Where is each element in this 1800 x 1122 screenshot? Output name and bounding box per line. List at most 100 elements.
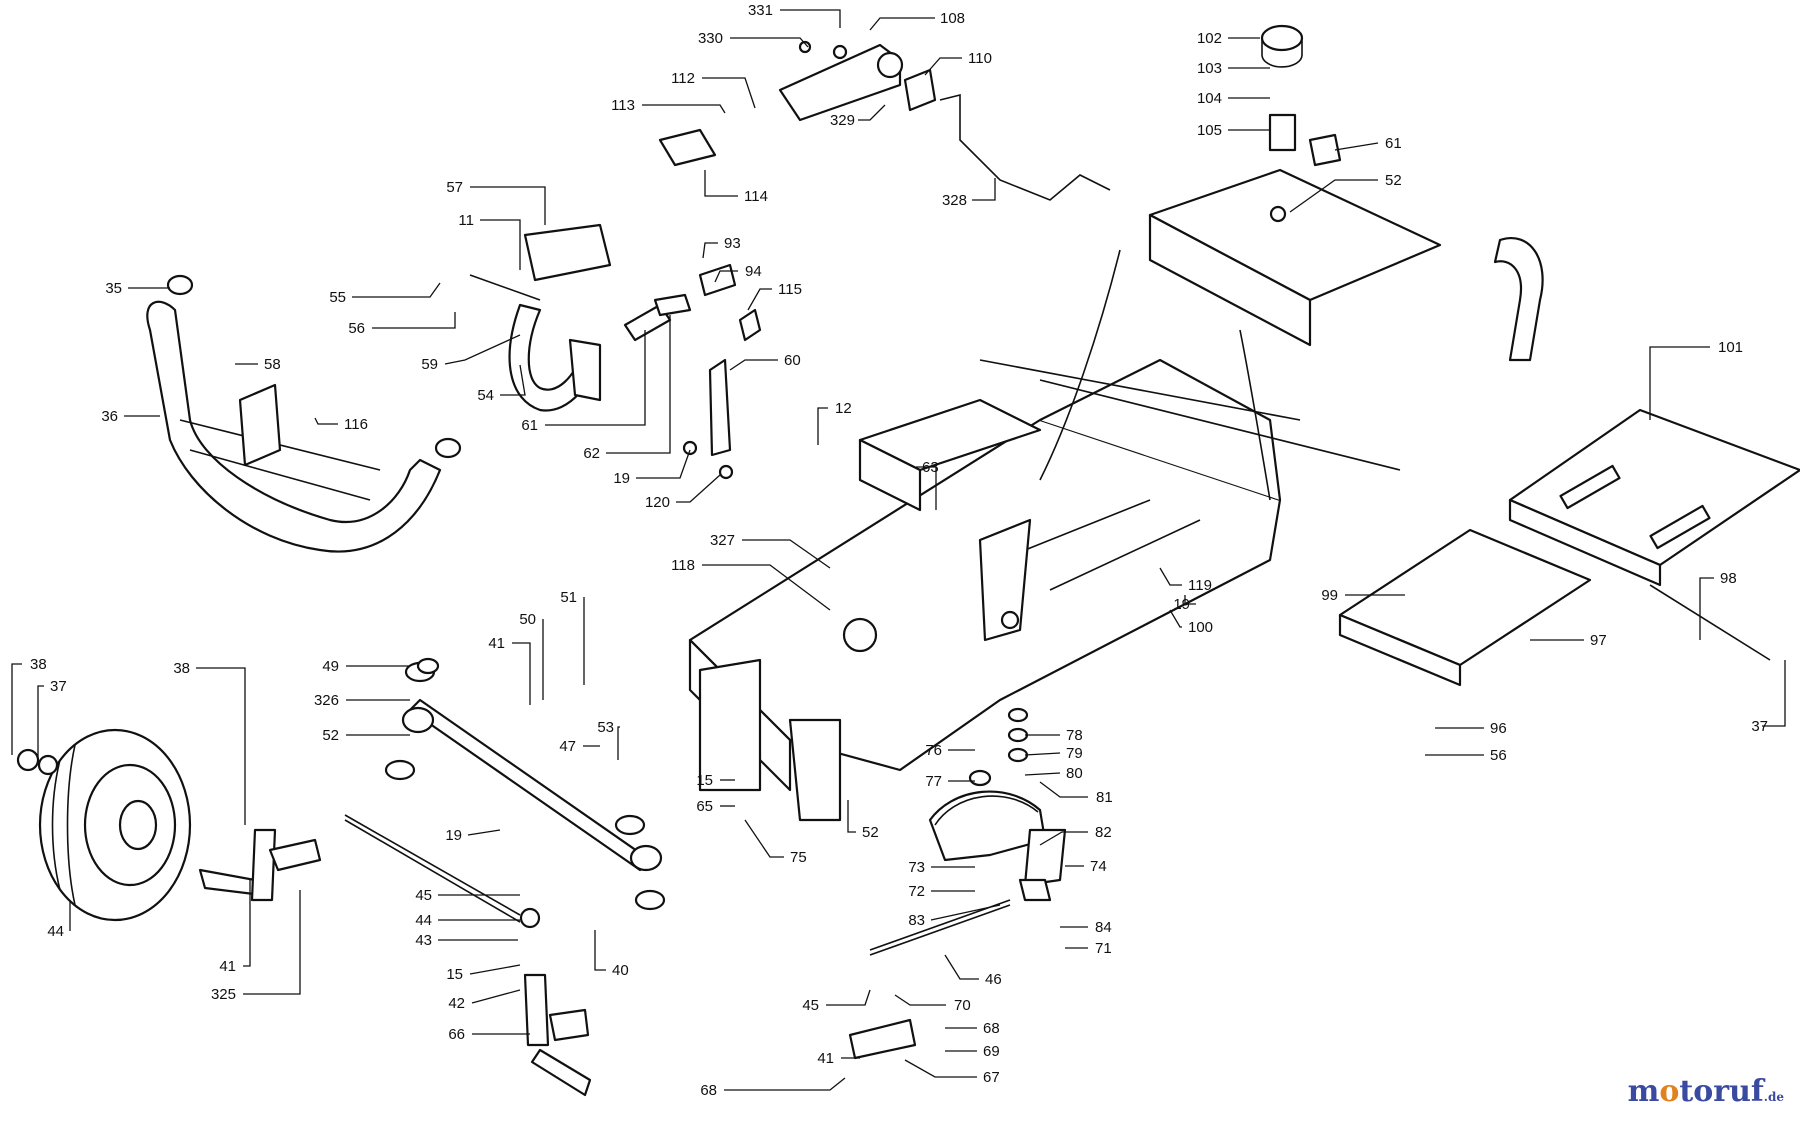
- callout-label-96: 96: [1490, 720, 1507, 737]
- callout-leader-108: [869, 17, 935, 31]
- callout-label-47: 47: [559, 738, 576, 755]
- callout-leader-75: [744, 819, 784, 858]
- callout-leader-38: [11, 663, 22, 755]
- callout-leader-83: [930, 904, 1001, 921]
- callout-leader-100: [1169, 609, 1182, 628]
- callout-label-113: 113: [611, 97, 635, 114]
- callout-label-101: 101: [1718, 339, 1743, 356]
- callout-leader-15: [469, 964, 521, 975]
- callout-leader-81: [1039, 781, 1088, 798]
- callout-label-35: 35: [105, 280, 122, 297]
- callout-leader-329: [858, 104, 886, 121]
- callout-label-114: 114: [744, 188, 768, 205]
- callout-leader-118: [702, 564, 831, 611]
- callout-leader-82: [1039, 831, 1088, 846]
- chassis-frame: [688, 168, 1544, 822]
- callout-label-99: 99: [1321, 587, 1338, 604]
- callout-label-37: 37: [50, 678, 67, 695]
- callout-leader-38: [196, 667, 246, 825]
- callout-leader-45: [826, 989, 871, 1006]
- callout-label-84: 84: [1095, 919, 1112, 936]
- callout-leader-101: [1649, 346, 1710, 420]
- callout-label-60: 60: [784, 352, 801, 369]
- callout-label-100: 100: [1188, 619, 1213, 636]
- callout-label-105: 105: [1197, 122, 1222, 139]
- callout-leader-52: [1289, 179, 1378, 213]
- callout-leader-80: [1024, 772, 1061, 776]
- callout-leader-116: [314, 417, 338, 425]
- callout-label-119: 119: [1188, 577, 1212, 594]
- callout-label-42: 42: [448, 995, 465, 1012]
- callout-leader-62: [606, 315, 671, 454]
- callout-label-61: 61: [521, 417, 538, 434]
- callout-label-110: 110: [968, 50, 992, 67]
- callout-label-116: 116: [344, 416, 368, 433]
- callout-label-326: 326: [314, 692, 339, 709]
- callout-label-36: 36: [101, 408, 118, 425]
- callout-leader-56: [372, 312, 456, 329]
- callout-leader-330: [730, 37, 809, 48]
- callout-label-118: 118: [671, 557, 695, 574]
- callout-label-41: 41: [488, 635, 505, 652]
- callout-label-50: 50: [519, 611, 536, 628]
- callout-leader-68: [724, 1077, 846, 1091]
- callout-label-115: 115: [778, 281, 802, 298]
- callout-leader-12: [817, 407, 828, 445]
- callout-label-58: 58: [264, 356, 281, 373]
- callout-label-57: 57: [446, 179, 463, 196]
- callout-leader-41: [512, 642, 531, 705]
- steering-sector-gear: [928, 707, 1067, 902]
- spindle-tie-rod: [198, 814, 1011, 1097]
- front-axle: [384, 657, 666, 911]
- callout-label-59: 59: [421, 356, 438, 373]
- callout-label-44: 44: [47, 923, 64, 940]
- callout-leader-59: [444, 334, 521, 365]
- callout-label-65: 65: [696, 798, 713, 815]
- callout-label-46: 46: [985, 971, 1002, 988]
- callout-label-52: 52: [322, 727, 339, 744]
- callout-label-329: 329: [830, 112, 855, 129]
- callout-label-54: 54: [477, 387, 494, 404]
- callout-label-112: 112: [671, 70, 695, 87]
- callout-leader-70: [894, 994, 946, 1006]
- callout-label-66: 66: [448, 1026, 465, 1043]
- callout-leader-54: [500, 364, 526, 396]
- callout-leader-55: [352, 282, 441, 298]
- callout-leader-60: [729, 359, 778, 371]
- callout-label-68: 68: [700, 1082, 717, 1099]
- callout-label-79: 79: [1066, 745, 1083, 762]
- callout-label-78: 78: [1066, 727, 1083, 744]
- callout-label-76: 76: [925, 742, 942, 759]
- callout-label-19: 19: [445, 827, 462, 844]
- callout-leader-63: [916, 466, 937, 510]
- callout-label-104: 104: [1197, 90, 1222, 107]
- callout-label-83: 83: [908, 912, 925, 929]
- callout-label-120: 120: [645, 494, 670, 511]
- front-bumper: [146, 274, 462, 553]
- callout-leader-19: [467, 829, 501, 836]
- callout-leader-113: [642, 104, 726, 114]
- callout-leader-61: [545, 330, 646, 426]
- callout-label-12: 12: [835, 400, 852, 417]
- callout-label-72: 72: [908, 883, 925, 900]
- callout-label-75: 75: [790, 849, 807, 866]
- callout-label-53: 53: [597, 719, 614, 736]
- callout-label-71: 71: [1095, 940, 1112, 957]
- callout-label-56: 56: [1490, 747, 1507, 764]
- callout-leader-93: [702, 242, 718, 259]
- callout-leader-67: [904, 1059, 977, 1078]
- callout-label-68: 68: [983, 1020, 1000, 1037]
- callout-label-80: 80: [1066, 765, 1083, 782]
- callout-label-82: 82: [1095, 824, 1112, 841]
- callout-leader-19: [636, 449, 691, 479]
- callout-label-52: 52: [862, 824, 879, 841]
- callout-label-55: 55: [329, 289, 346, 306]
- callout-label-67: 67: [983, 1069, 1000, 1086]
- callout-label-73: 73: [908, 859, 925, 876]
- callout-leader-114: [704, 170, 738, 197]
- seat-mount-plates: [1338, 408, 1800, 687]
- callout-label-41: 41: [219, 958, 236, 975]
- motoruf-watermark: motoruf.de: [1627, 1074, 1784, 1109]
